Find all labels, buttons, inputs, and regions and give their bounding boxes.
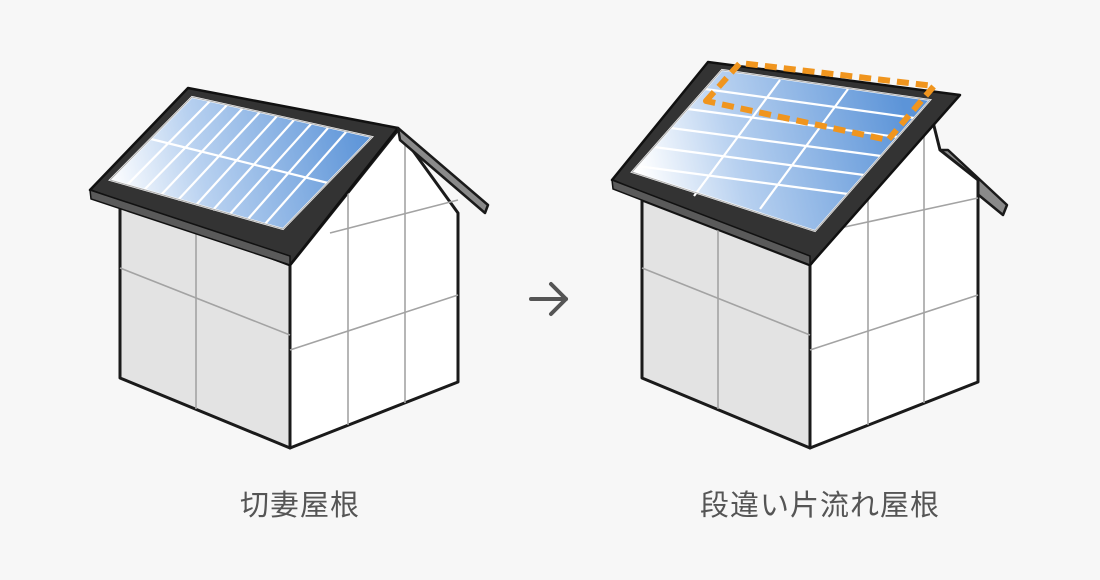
staggered-shed-roof-caption: 段違い片流れ屋根 [699,488,940,522]
arrow-right-icon [529,282,568,316]
gable-roof-back-slope [396,126,490,215]
shed-roof-edge [611,178,811,267]
wall-panel-lines-right [641,128,979,425]
gable-roof-house [88,86,490,450]
staggered-shed-roof-house [610,60,1009,450]
gable-roof-edge [89,188,291,267]
solar-panel-grid-right [636,79,915,210]
wall-panel-lines [119,140,459,425]
gable-roof-caption: 切妻屋根 [239,488,360,522]
solar-panel-grid [126,100,347,225]
